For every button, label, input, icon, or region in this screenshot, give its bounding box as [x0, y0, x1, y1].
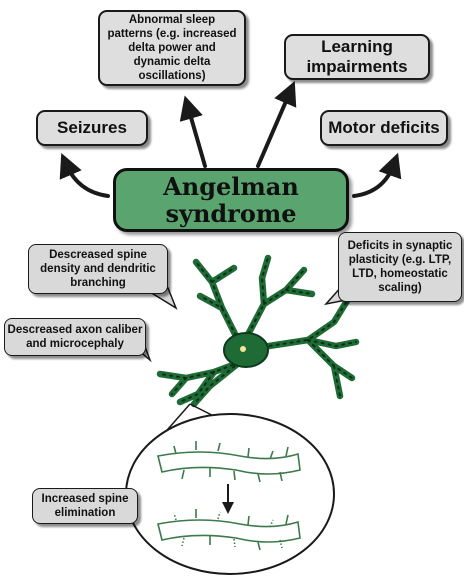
arrows	[59, 80, 402, 198]
synaptic-plasticity-callout: Deficits in synaptic plasticity (e.g. LT…	[338, 232, 462, 302]
synaptic-plasticity-label: Deficits in synaptic plasticity (e.g. LT…	[347, 240, 453, 294]
seizures-box: Seizures	[36, 110, 148, 146]
spine-elimination-callout: Increased spine elimination	[32, 488, 138, 524]
zoom-inset	[125, 403, 335, 575]
arrow-to-seizures	[59, 152, 110, 198]
learning-impairments-label: Learning impairments	[306, 37, 408, 76]
motor-deficits-box: Motor deficits	[320, 110, 448, 146]
sleep-patterns-label: Abnormal sleep patterns (e.g. increased …	[107, 14, 237, 82]
dendrite-after	[157, 509, 301, 551]
spine-elimination-label: Increased spine elimination	[41, 493, 129, 519]
dendrite-before	[157, 441, 301, 483]
spine-density-callout: Descreased spine density and dendritic b…	[28, 244, 168, 294]
sleep-patterns-box: Abnormal sleep patterns (e.g. increased …	[98, 10, 246, 86]
neuron-illustration	[156, 254, 360, 408]
arrow-to-sleep	[179, 95, 207, 168]
arrow-to-learning	[256, 80, 297, 168]
angelman-syndrome-title: Angelman syndrome	[163, 172, 299, 228]
spine-density-label: Descreased spine density and dendritic b…	[40, 249, 156, 289]
axon-caliber-callout: Descreased axon caliber and microcephaly	[4, 318, 146, 356]
angelman-syndrome-box: Angelman syndrome	[113, 168, 349, 232]
seizures-label: Seizures	[57, 118, 127, 137]
arrow-to-motor	[352, 152, 402, 198]
learning-impairments-box: Learning impairments	[284, 34, 430, 80]
axon-caliber-label: Descreased axon caliber and microcephaly	[7, 324, 143, 350]
motor-deficits-label: Motor deficits	[328, 118, 440, 137]
